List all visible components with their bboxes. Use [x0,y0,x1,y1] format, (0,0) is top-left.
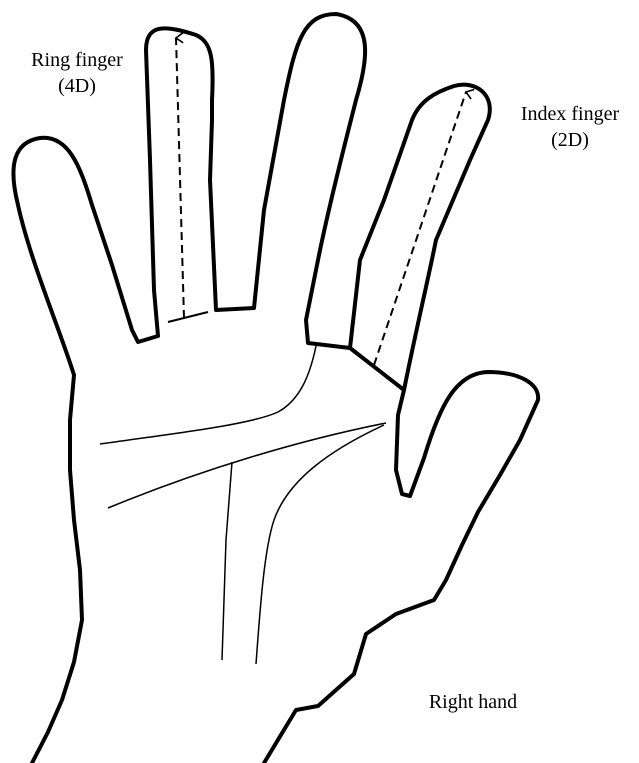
palm-crease-vertical [222,462,232,660]
palm-crease-upper [100,346,316,444]
palm-crease-middle [108,423,386,508]
hand-outline [13,14,538,763]
index-finger-base-line [351,350,403,388]
ring-finger-length-arrow [176,38,184,318]
index-finger-code: (2D) [500,127,639,153]
palm-crease-life-line [256,425,384,664]
index-finger-outline [350,85,490,390]
ring-finger-label: Ring finger (4D) [6,47,148,99]
ring-finger-code: (4D) [6,73,148,99]
ring-finger-base-line [168,312,208,322]
index-finger-label: Index finger (2D) [500,101,639,153]
index-finger-length-arrow [374,92,466,365]
hand-label: Right hand [408,689,538,715]
ring-finger-name: Ring finger [6,47,148,73]
index-finger-name: Index finger [500,101,639,127]
